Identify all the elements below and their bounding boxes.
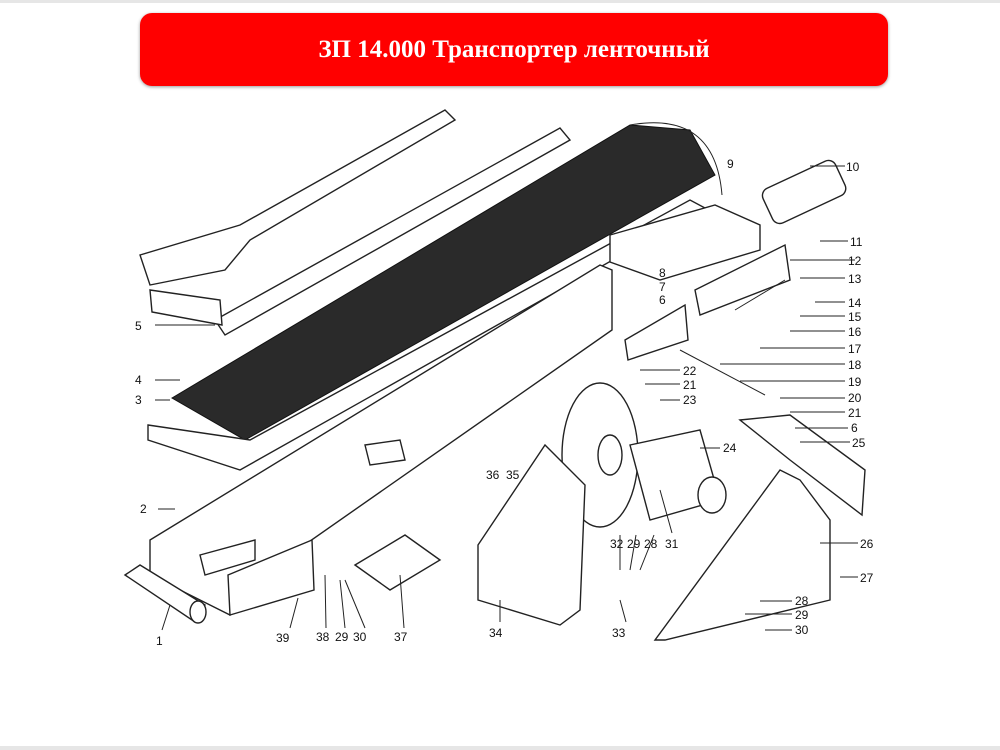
part-label: 21 (683, 378, 697, 392)
part-label: 21 (848, 406, 862, 420)
part-label: 20 (848, 391, 862, 405)
part-label: 26 (860, 537, 874, 551)
bracket-25-part (738, 414, 866, 517)
part-label: 5 (135, 319, 142, 333)
part-label: 29 (335, 630, 349, 644)
part-label: 9 (727, 157, 734, 171)
part-label: 23 (683, 393, 697, 407)
guard-part (477, 443, 586, 626)
part-label: 16 (848, 325, 862, 339)
part-label: 6 (851, 421, 858, 435)
top-border (0, 0, 1000, 3)
part-label: 17 (848, 342, 862, 356)
part-label: 28 (795, 594, 809, 608)
part-label: 32 (610, 537, 624, 551)
part-label: 19 (848, 375, 862, 389)
part-label: 27 (860, 571, 874, 585)
part-label: 11 (850, 235, 863, 249)
title-banner: ЗП 14.000 Транспортер ленточный (140, 13, 888, 86)
part-label: 34 (489, 626, 503, 640)
part-label: 14 (848, 296, 862, 310)
bottom-border (0, 746, 1000, 750)
part-label: 39 (276, 631, 290, 645)
part-label: 30 (795, 623, 809, 637)
cover-37-part (353, 534, 442, 591)
part-label: 35 (506, 468, 520, 482)
part-label: 2 (140, 502, 147, 516)
part-label: 38 (316, 630, 330, 644)
part-label: 7 (659, 280, 666, 294)
part-label: 12 (848, 254, 862, 268)
part-label: 13 (848, 272, 862, 286)
part-label: 15 (848, 310, 862, 324)
part-label: 31 (665, 537, 679, 551)
part-label: 1 (156, 634, 163, 648)
side-bracket-part (653, 469, 831, 641)
part-label: 25 (852, 436, 866, 450)
page-title: ЗП 14.000 Транспортер ленточный (318, 35, 710, 63)
part-label: 8 (659, 266, 666, 280)
part-label: 10 (846, 160, 860, 174)
part-label: 36 (486, 468, 500, 482)
roller-part (123, 564, 207, 624)
part-labels: 10 11 9 12 13 14 15 16 17 18 19 20 21 6 … (135, 157, 874, 648)
part-label: 4 (135, 373, 142, 387)
part-label: 3 (135, 393, 142, 407)
part-label: 29 (627, 537, 641, 551)
frame-part (149, 264, 613, 616)
part-label: 18 (848, 358, 862, 372)
belt-part (171, 122, 723, 441)
part-label: 37 (394, 630, 408, 644)
part-label: 24 (723, 441, 737, 455)
part-label: 22 (683, 364, 697, 378)
tension-parts (609, 159, 847, 396)
part-label: 29 (795, 608, 809, 622)
side-rail-part (139, 109, 572, 336)
part-label: 6 (659, 293, 666, 307)
part-label: 30 (353, 630, 367, 644)
part-label: 33 (612, 626, 626, 640)
